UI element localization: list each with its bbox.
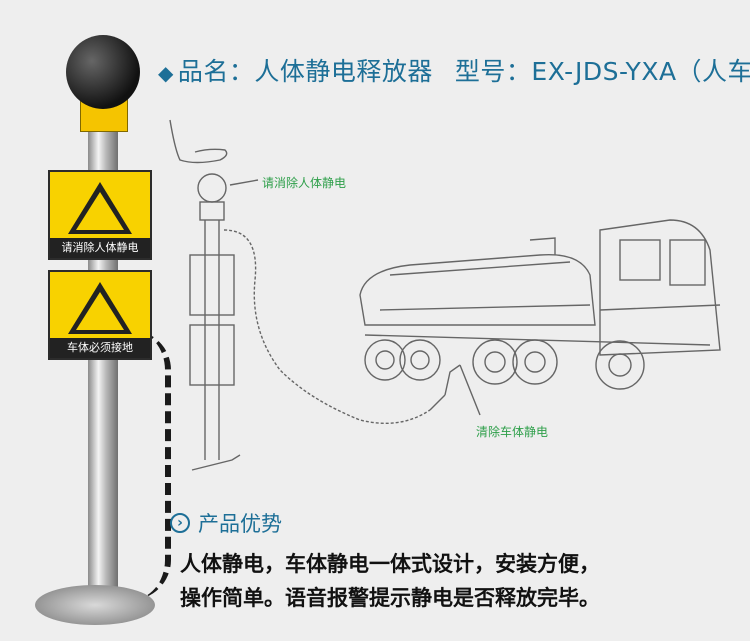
post-sign-1 [189,254,235,316]
grounding-clamp [444,364,461,396]
advantages-line-2: 操作简单。语音报警提示静电是否释放完毕。 [180,586,600,610]
wheel [512,339,558,385]
hand-outline [169,119,228,164]
wheel [595,340,645,390]
post-ball [197,173,227,203]
warning-sign-person: 请消除人体静电 [48,170,152,260]
advantages-title: 产品优势 [198,512,282,536]
discharger-photo: 请消除人体静电 车体必须接地 [30,30,171,630]
tank-body [359,253,596,326]
warning-triangle-icon [68,282,132,334]
truck-cab [599,219,721,356]
usage-diagram [169,119,721,471]
advantages-line-1: 人体静电，车体静电一体式设计，安装方便， [180,552,600,576]
diagram-label-vehicle: 清除车体静电 [476,425,549,439]
wheel [399,339,441,381]
pole-base [35,585,155,625]
diamond-bullet-icon: ◆ [158,61,174,85]
touch-ball [66,35,140,109]
sign-person-label: 请消除人体静电 [50,238,150,258]
post-foot [191,454,241,471]
product-model: 型号：EX-JDS-YXA（人车一体） [454,57,750,86]
advantages-text: 人体静电，车体静电一体式设计，安装方便， 操作简单。语音报警提示静电是否释放完毕… [180,547,740,615]
product-name: 品名：人体静电释放器 [177,57,433,86]
sign-vehicle-label: 车体必须接地 [50,338,150,358]
diagram-label-person: 请消除人体静电 [262,176,347,190]
warning-triangle-icon [68,182,132,234]
post-head [199,201,225,221]
post-sign-2 [189,324,235,386]
advantages-heading: › 产品优势 [170,508,282,538]
chevron-right-icon: › [170,513,190,533]
wheel [472,339,518,385]
coiled-cable [125,330,171,600]
warning-sign-vehicle: 车体必须接地 [48,270,152,360]
wheel [364,339,406,381]
coil-cable-line [223,229,431,425]
